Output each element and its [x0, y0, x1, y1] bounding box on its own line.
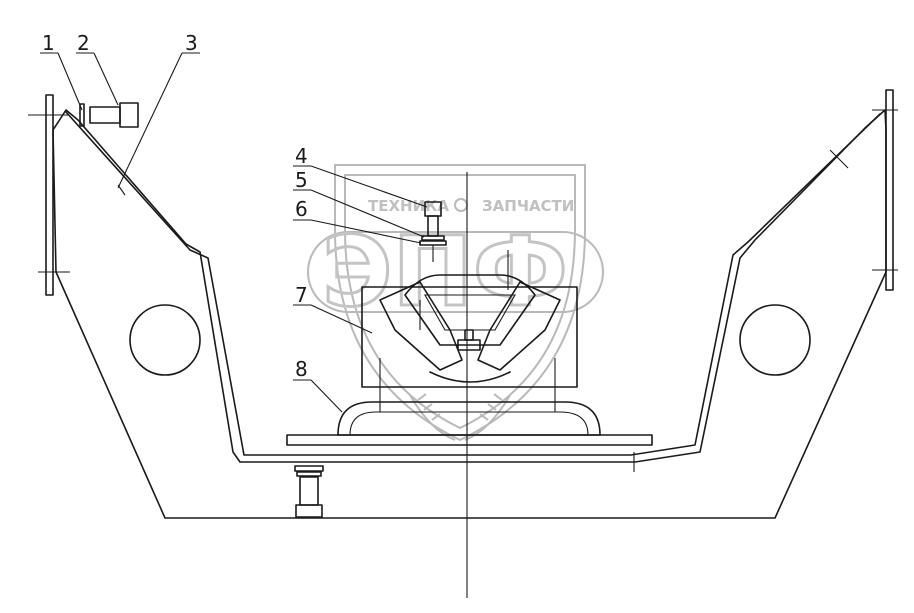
- right-flange: [885, 89, 894, 291]
- bracket: [28, 89, 898, 519]
- callout-7: 7: [295, 283, 308, 307]
- left-hole: [129, 304, 201, 376]
- callout-3: 3: [185, 31, 198, 55]
- flange-washer: [79, 103, 85, 127]
- top-bolt-assembly: [419, 201, 447, 262]
- mount-core: [404, 274, 536, 346]
- callout-2: 2: [77, 31, 90, 55]
- watermark-shield: [334, 164, 586, 442]
- watermark-logo-frame: [307, 231, 604, 313]
- callout-5: 5: [295, 168, 308, 192]
- bracket-outer-contour: [52, 109, 887, 519]
- callout-1: 1: [42, 31, 55, 55]
- right-hole: [739, 304, 811, 376]
- flange-bolt-assembly: [79, 102, 139, 128]
- flange-bolt-shank: [89, 106, 121, 124]
- callouts: 1 2 3 4 5 6 7 8: [42, 31, 308, 381]
- flange-bolt-head: [119, 102, 139, 128]
- watermark-text-left: ТЕХНИКА: [368, 197, 449, 215]
- callout-6: 6: [295, 197, 308, 221]
- spring-washer: [421, 235, 445, 241]
- base-plate: [286, 434, 653, 446]
- wheat-ear-icon: [409, 393, 511, 441]
- gear-icon: [454, 198, 468, 212]
- bracket-inner-contour: [65, 111, 881, 456]
- bottom-bolt: [294, 465, 324, 518]
- mount-body: [361, 286, 578, 388]
- cushion-base: [337, 401, 601, 436]
- watermark-logo: ЭПФ: [322, 216, 568, 328]
- callout-8: 8: [295, 357, 308, 381]
- leader-lines: [40, 52, 428, 413]
- callout-4: 4: [295, 144, 308, 168]
- mount-plate: [286, 434, 653, 446]
- watermark-text-right: ЗАПЧАСТИ: [482, 197, 574, 215]
- left-flange: [45, 94, 54, 296]
- rubber-mount: [361, 250, 578, 412]
